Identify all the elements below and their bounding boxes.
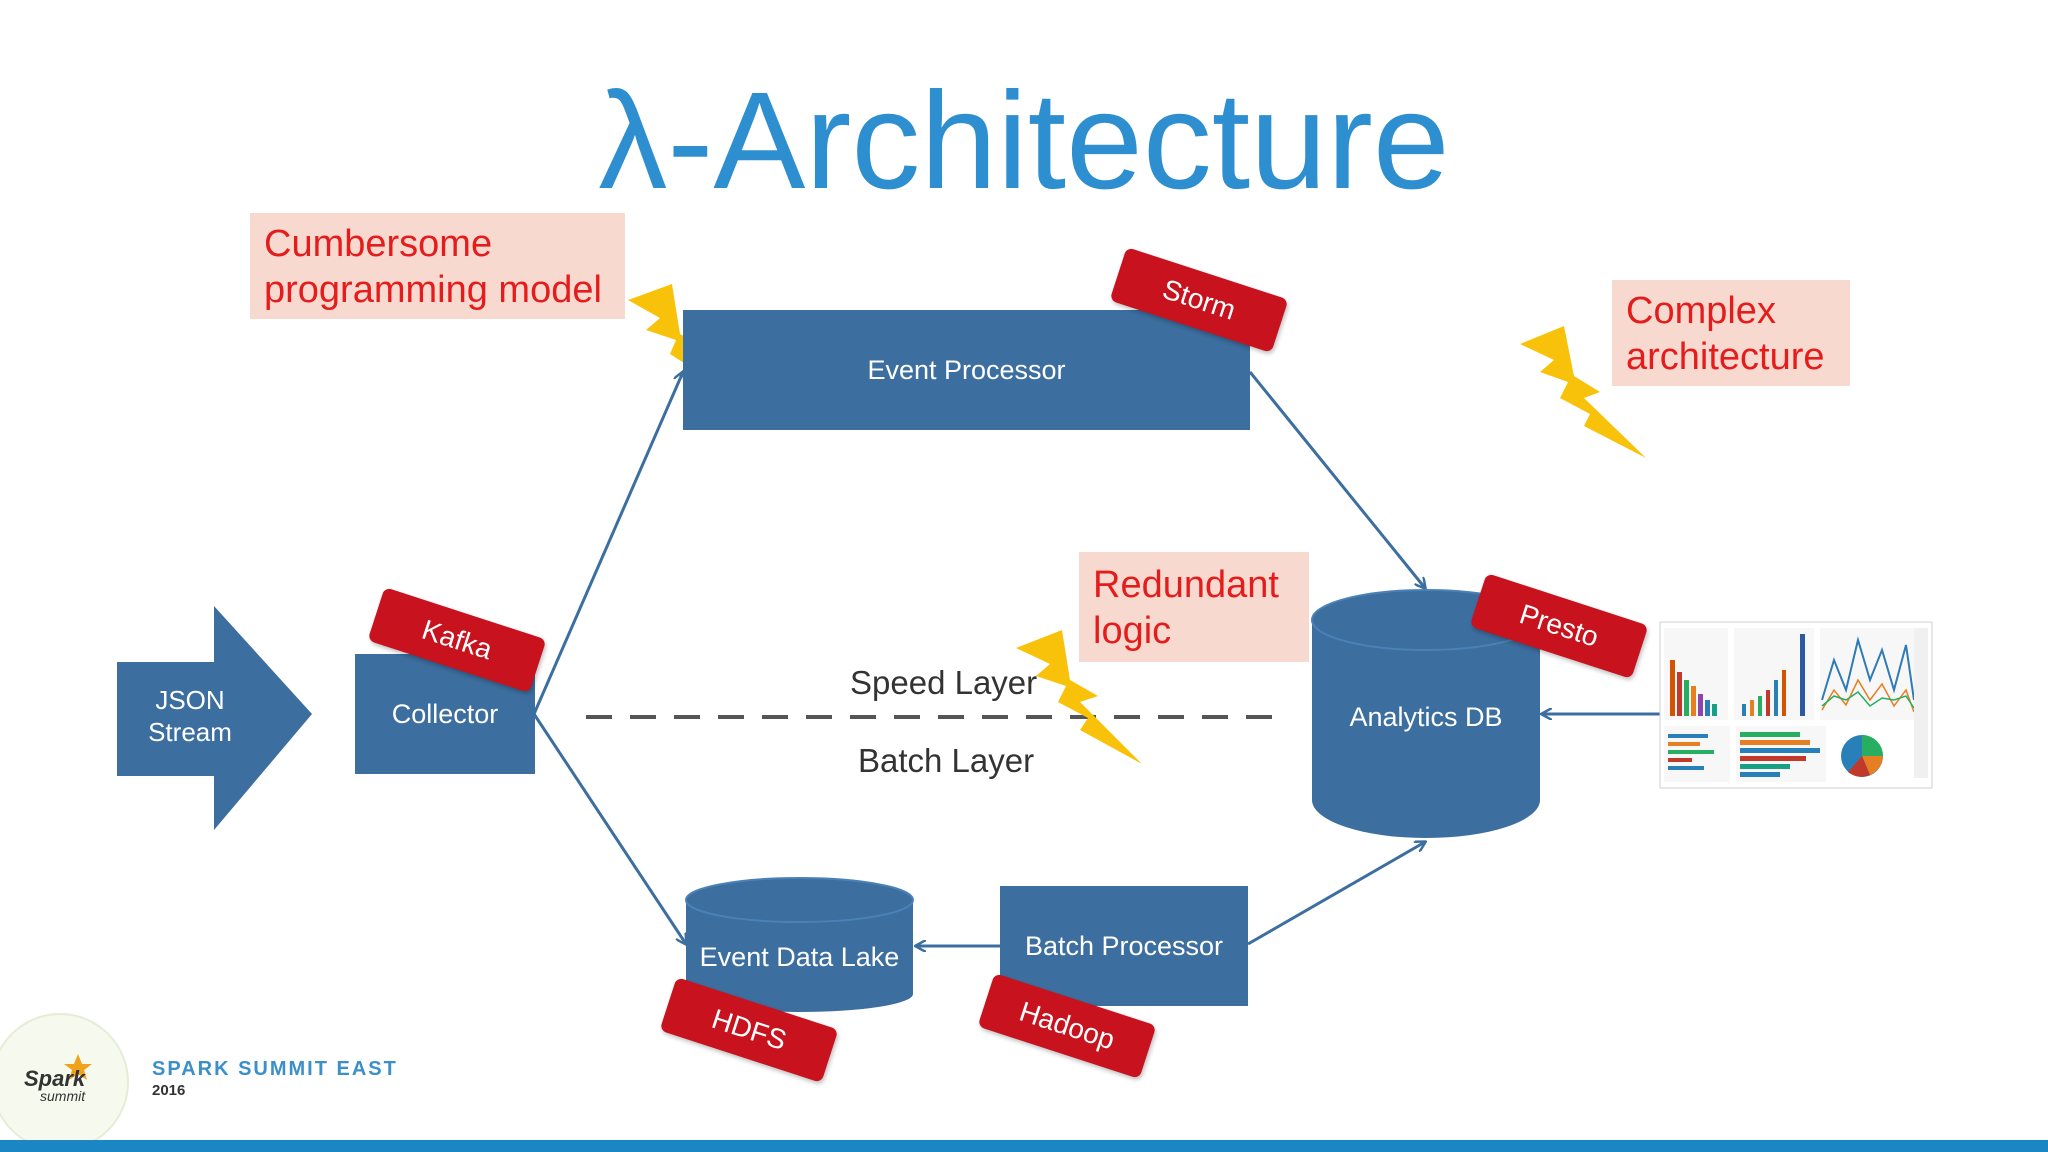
callout-complex-text: Complex architecture [1626, 290, 1825, 378]
slide-title: λ-Architecture [598, 64, 1450, 218]
batch-processor-label: Batch Processor [1024, 930, 1224, 961]
arrow-batch-processor-to-analytics-db [1247, 842, 1425, 946]
callout-redundant-text: Redundant logic [1093, 564, 1279, 652]
arrow-collector-to-event-data-lake [532, 713, 686, 944]
event-processor-box: Event Processor [683, 310, 1250, 430]
event-name: SPARK SUMMIT EAST [152, 1058, 398, 1080]
event-data-lake-label: Event Data Lake [699, 942, 900, 972]
collector-label: Collector [391, 698, 499, 729]
json-stream-arrow [117, 606, 312, 830]
analytics-db-label: Analytics DB [1349, 702, 1503, 732]
json-stream-label: JSON Stream [148, 685, 232, 747]
batch-layer-label: Batch Layer [858, 742, 1035, 779]
star-icon [64, 1054, 92, 1080]
spark-logo-sub: summit [40, 1088, 86, 1104]
event-processor-label: Event Processor [867, 354, 1066, 385]
dashboard-thumbnail-image [1659, 621, 1933, 789]
arrow-event-processor-to-analytics-db [1248, 371, 1425, 588]
lightning-bolt-icon [1520, 326, 1646, 458]
spark-logo-word: Spark [24, 1066, 86, 1091]
lightning-bolt-icon [1016, 630, 1142, 764]
callout-redundant: Redundant logic [1079, 552, 1309, 662]
collector-box: Collector [355, 654, 535, 774]
arrow-collector-to-event-processor [532, 372, 683, 715]
callout-complex: Complex architecture [1612, 280, 1850, 386]
footer-bar [0, 1140, 2048, 1152]
callout-cumbersome-text: Cumbersome programming model [264, 223, 602, 311]
batch-processor-box: Batch Processor [1000, 886, 1248, 1006]
callout-cumbersome: Cumbersome programming model [250, 213, 625, 319]
speed-layer-label: Speed Layer [850, 664, 1038, 701]
event-year: 2016 [152, 1082, 186, 1099]
